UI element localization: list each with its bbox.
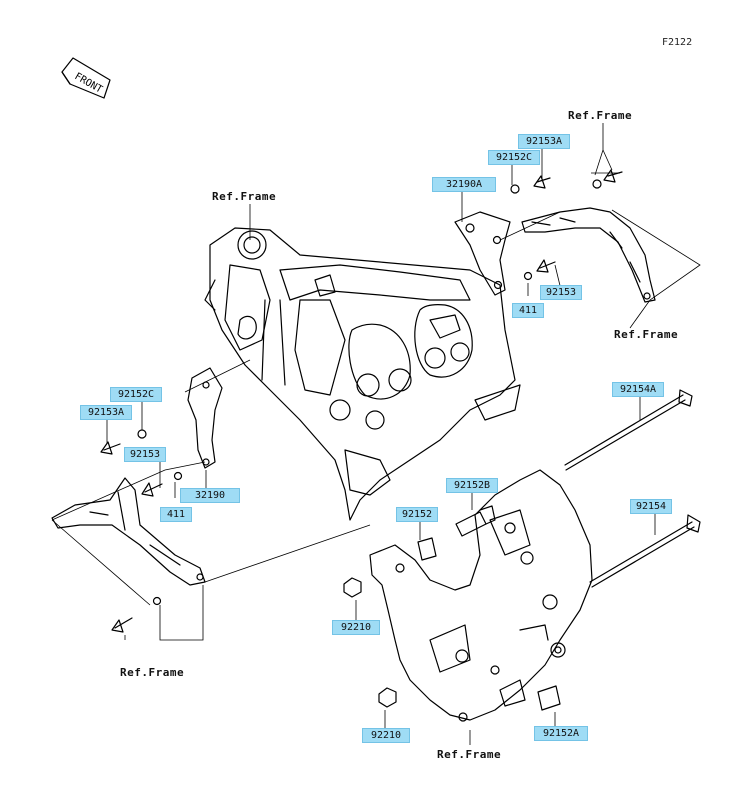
part-tag-92154[interactable]: 92154 [630, 499, 672, 514]
part-tag-411-left[interactable]: 411 [160, 507, 192, 522]
part-tag-92210-bottom[interactable]: 92210 [362, 728, 410, 743]
part-tag-92210-mid[interactable]: 92210 [332, 620, 380, 635]
ref-frame-label-top-left: Ref.Frame [212, 190, 277, 203]
part-tag-92153A-top[interactable]: 92153A [518, 134, 570, 149]
front-arrow-icon: FRONT [61, 57, 111, 99]
leader-lines [51, 123, 701, 745]
left-bracket-32190 [187, 367, 223, 469]
part-tag-92154A[interactable]: 92154A [612, 382, 664, 397]
ref-frame-label-bottom-left: Ref.Frame [120, 666, 185, 679]
lower-hanger-arm [51, 477, 206, 586]
engine-casing [369, 469, 593, 722]
main-frame [204, 227, 521, 521]
part-tag-92152B[interactable]: 92152B [446, 478, 498, 493]
part-tag-92152C-left[interactable]: 92152C [110, 387, 162, 402]
part-tag-32190[interactable]: 32190 [180, 488, 240, 503]
part-tag-92153-top[interactable]: 92153 [540, 285, 582, 300]
ref-frame-label-bottom: Ref.Frame [437, 748, 502, 761]
figure-code: F2122 [662, 37, 693, 48]
bolts [100, 169, 701, 711]
part-tag-92153A-left[interactable]: 92153A [80, 405, 132, 420]
part-tag-92153-left[interactable]: 92153 [124, 447, 166, 462]
part-tag-92152C-top[interactable]: 92152C [488, 150, 540, 165]
ref-frame-label-top-right: Ref.Frame [568, 109, 633, 122]
part-tag-92152[interactable]: 92152 [396, 507, 438, 522]
part-tag-32190A[interactable]: 32190A [432, 177, 496, 192]
part-tag-411-top[interactable]: 411 [512, 303, 544, 318]
ref-frame-label-right: Ref.Frame [614, 328, 679, 341]
part-tag-92152A[interactable]: 92152A [534, 726, 588, 741]
upper-bracket-32190A [454, 211, 511, 296]
upper-hanger-arm [521, 207, 656, 303]
